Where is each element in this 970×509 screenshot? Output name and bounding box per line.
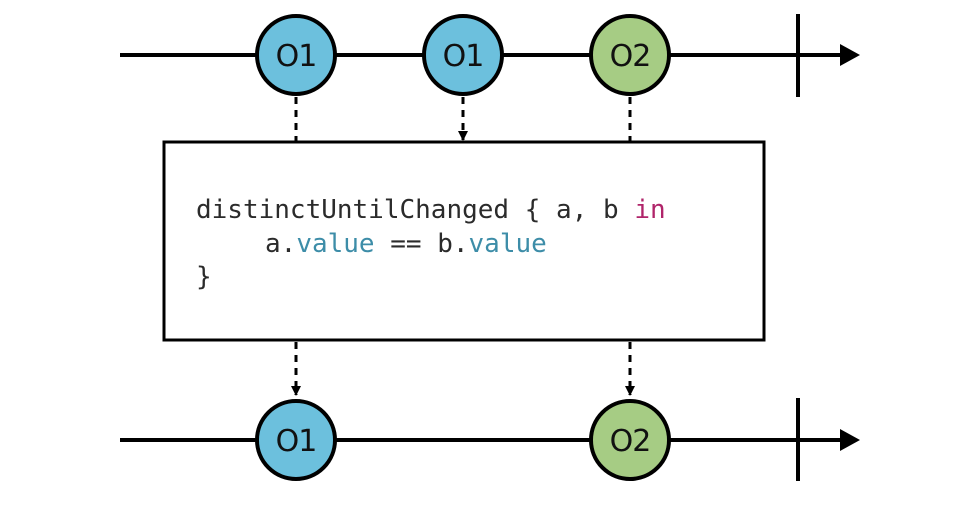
code-keyword-in: in [634,195,665,225]
output-connectors [291,342,635,396]
output-marble-2-circle [589,399,671,481]
operator-box: distinctUntilChanged { a, b in a.value =… [162,140,766,342]
input-marble-2: O1 [422,14,504,96]
output-marble-2-label: O2 [610,424,651,459]
code-b: b. [437,229,468,259]
input-marble-2-circle [422,14,504,96]
input-marbles: O1 O1 O2 [255,14,671,96]
operator-box-frame [162,140,766,342]
code-a: a. [265,229,296,259]
input-connectors [294,97,632,142]
code-brace-close: } [196,262,212,292]
input-marble-1: O1 [255,14,337,96]
input-marble-3: O2 [589,14,671,96]
code-params: a, b [556,195,619,225]
code-line-1: distinctUntilChanged { a, b in [196,195,666,225]
output-marbles: O1 O2 [255,399,671,481]
code-a-property: value [296,229,374,259]
code-b-property: value [469,229,547,259]
code-function-name: distinctUntilChanged [196,195,509,225]
code-line-3: } [196,262,212,292]
input-marble-2-label: O1 [443,39,484,74]
output-marble-2: O2 [589,399,671,481]
input-marble-1-label: O1 [276,39,317,74]
code-equality-operator: == [390,229,421,259]
input-marble-3-label: O2 [610,39,651,74]
output-timeline [120,398,860,481]
input-marble-3-circle [589,14,671,96]
code-line-2: a.value == b.value [265,229,547,259]
code-brace-open: { [525,195,541,225]
output-marble-1-label: O1 [276,424,317,459]
output-marble-1-circle [255,399,337,481]
output-timeline-arrowhead [840,429,860,451]
input-timeline-arrowhead [840,44,860,66]
input-marble-1-circle [255,14,337,96]
output-marble-1: O1 [255,399,337,481]
